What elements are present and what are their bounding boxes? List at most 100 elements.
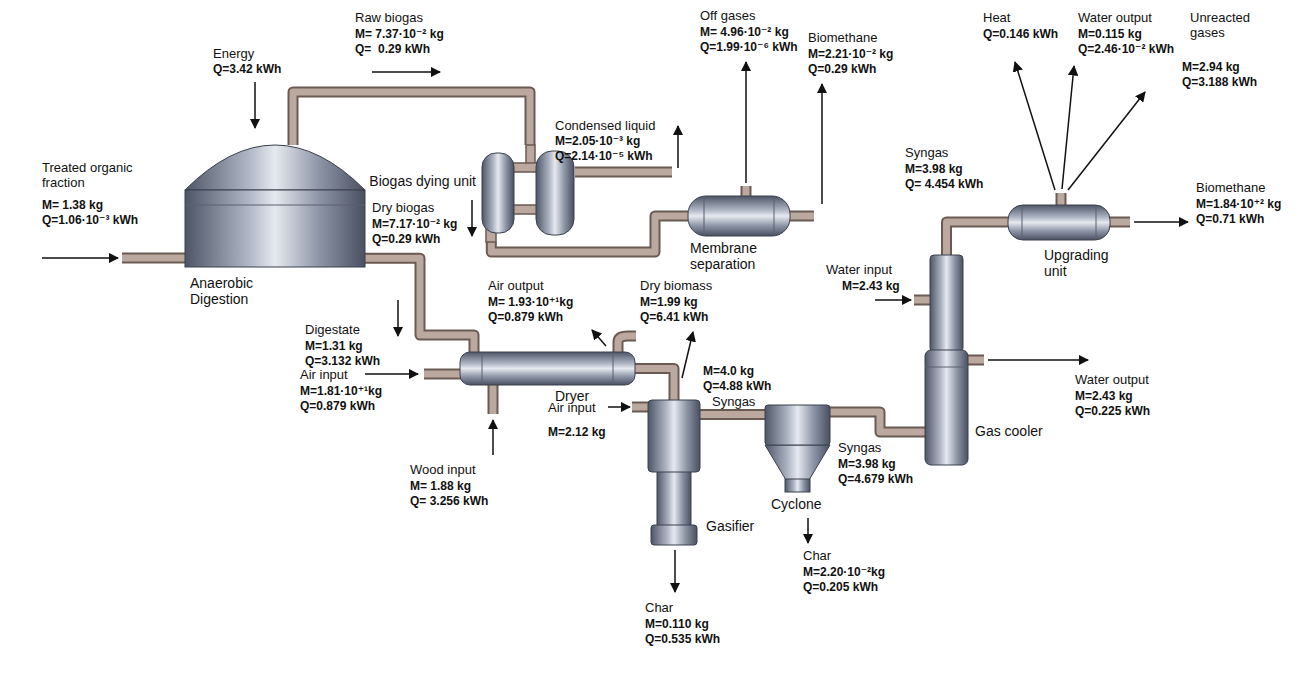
equipment-shape xyxy=(185,145,365,268)
pipe-line xyxy=(700,411,765,418)
flow-arrow xyxy=(682,332,693,378)
stream-name: Dry biogas xyxy=(372,200,434,215)
stream-value: Q=2.14·10⁻⁵ kWh xyxy=(555,149,653,164)
stream-name: Air output xyxy=(488,278,544,293)
outlet-pipe xyxy=(789,211,814,222)
equipment-shape xyxy=(688,196,790,236)
flow-arrows xyxy=(42,62,1188,592)
stream-value: Q=2.46·10⁻² kWh xyxy=(1078,42,1174,57)
air-inlet-pipe xyxy=(632,404,649,411)
stream-value: Q=0.205 kWh xyxy=(803,580,878,595)
stream-value: Q=4.88 kWh xyxy=(703,379,771,394)
flow-arrow xyxy=(807,518,809,543)
pipe-line xyxy=(700,409,765,420)
air-outlet-pipe xyxy=(618,336,636,353)
stream-name: Water output xyxy=(1075,372,1149,387)
outlet-pipe xyxy=(1109,217,1130,228)
stream-value: M=4.0 kg xyxy=(703,364,754,379)
stream-value: M=1.81·10⁺¹kg xyxy=(300,384,382,399)
stream-value: M=7.17·10⁻² kg xyxy=(372,217,457,232)
stream-name: Raw biogas xyxy=(355,10,423,25)
stream-name: Condensed liquid xyxy=(555,118,655,133)
stream-value: Q=0.29 kWh xyxy=(372,232,440,247)
pipe-connector xyxy=(700,414,765,415)
pipe-line xyxy=(947,222,1009,255)
pipe-line xyxy=(365,258,474,352)
pipe-connector xyxy=(293,92,530,145)
stream-value: M=2.20·10⁻²kg xyxy=(803,565,885,580)
equipment-shape xyxy=(925,255,968,465)
pipe-line xyxy=(947,222,1009,255)
stream-value: Q=1.06·10⁻³ kWh xyxy=(42,213,138,228)
flow-arrow xyxy=(471,200,473,236)
flow-arrow xyxy=(592,330,606,346)
stream-value: Q=0.146 kWh xyxy=(983,27,1058,42)
stream-name: Air input xyxy=(300,367,348,382)
stream-name: Syngas xyxy=(838,440,881,455)
stream-name: Water input xyxy=(826,262,892,277)
flow-arrow xyxy=(677,126,679,168)
pipe-line xyxy=(635,369,674,401)
flow-arrow xyxy=(1068,92,1145,190)
flow-arrow xyxy=(365,373,418,375)
pipe-line xyxy=(635,369,674,401)
stream-name: Unreacted gases xyxy=(1190,10,1270,40)
stream-name: Syngas xyxy=(712,394,755,409)
pipe-line xyxy=(365,258,474,352)
unit-name: Membrane separation xyxy=(690,240,785,272)
equipment-shape xyxy=(648,400,700,545)
pipe-connector xyxy=(635,369,674,401)
stream-value: Q= 3.256 kWh xyxy=(410,494,488,509)
pipe-connector xyxy=(365,258,474,352)
stream-name: Air input xyxy=(548,400,596,415)
water-outlet-pipe xyxy=(967,357,984,364)
stream-value: Q=0.225 kWh xyxy=(1075,404,1150,419)
flow-arrow xyxy=(821,84,823,204)
pipe-line xyxy=(491,216,688,252)
stream-value: Q=3.132 kWh xyxy=(305,354,380,369)
outlet-pipe xyxy=(1109,219,1130,226)
stream-value: M=2.94 kg xyxy=(1182,60,1240,75)
stream-name: Energy xyxy=(213,46,254,61)
inlet-pipe xyxy=(122,255,186,262)
pipe-line xyxy=(830,412,925,432)
wood-inlet-pipe xyxy=(490,384,497,414)
water-inlet-pipe xyxy=(914,295,931,306)
unit-name: Cyclone xyxy=(771,496,841,512)
stream-value: M= 1.88 kg xyxy=(410,479,471,494)
stream-value: Q=4.679 kWh xyxy=(838,472,913,487)
stream-value: Q=3.188 kWh xyxy=(1182,75,1257,90)
stream-value: M=3.98 kg xyxy=(905,162,963,177)
pipe-line xyxy=(830,412,925,432)
stream-name: Treated organic fraction xyxy=(42,160,157,190)
stream-value: M= 4.96·10⁻² kg xyxy=(700,25,789,40)
outlet-pipe xyxy=(1056,193,1067,206)
stream-name: Syngas xyxy=(905,145,948,160)
condensate-pipe xyxy=(575,169,672,176)
equipment-unit: Membrane separation xyxy=(688,196,790,236)
stream-value: M=2.21·10⁻² kg xyxy=(808,47,893,62)
equipment-shape xyxy=(1008,205,1110,240)
stream-name: Water output xyxy=(1078,10,1152,25)
flow-arrow xyxy=(1015,62,1055,190)
unit-name: Anaerobic Digestion xyxy=(190,275,282,307)
unit-name: Gasifier xyxy=(706,518,776,534)
stream-value: M=2.12 kg xyxy=(548,425,606,440)
flow-arrow xyxy=(1134,221,1188,223)
flow-arrow xyxy=(875,299,911,301)
pipe-connector xyxy=(491,216,688,252)
flow-arrow xyxy=(608,406,630,408)
flow-arrow xyxy=(674,550,676,592)
unit-name: Gas cooler xyxy=(975,423,1065,439)
pipe-connector xyxy=(830,412,925,432)
stream-name: Biomethane xyxy=(1196,180,1265,195)
condensate-pipe xyxy=(575,167,672,178)
stream-value: M= 1.38 kg xyxy=(42,198,103,213)
water-inlet-pipe xyxy=(914,297,931,304)
flow-arrow xyxy=(397,300,399,336)
pipe-line xyxy=(293,92,530,145)
stream-value: M=1.31 kg xyxy=(305,339,363,354)
unit-name: Biogas dying unit xyxy=(364,173,476,189)
flow-arrow xyxy=(1062,66,1074,189)
